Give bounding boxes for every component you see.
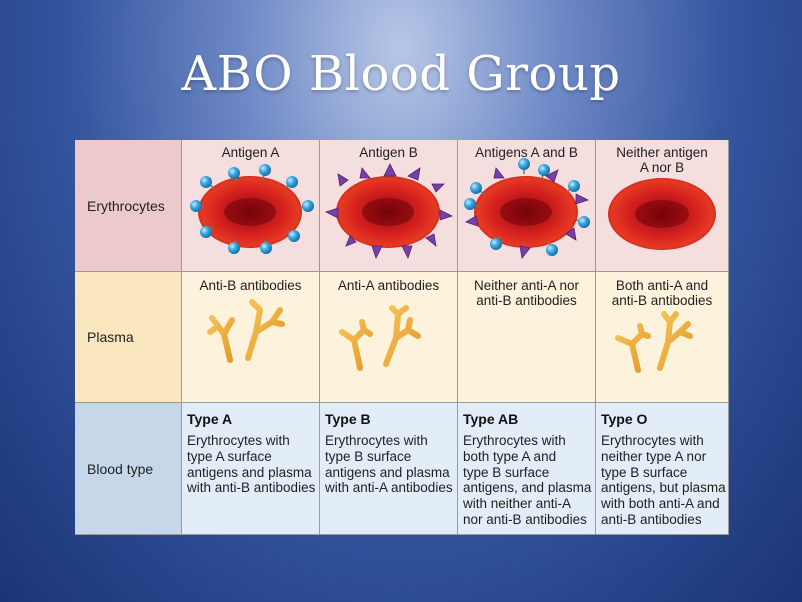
antigen-label-ab: Antigens A and B bbox=[475, 145, 578, 160]
antigen-label-a: Antigen A bbox=[221, 145, 280, 160]
anti-a-antibody-icon bbox=[339, 305, 421, 371]
type-ab-title: Type AB bbox=[463, 411, 519, 427]
type-b-title: Type B bbox=[325, 411, 371, 427]
cell-blood-type-a: Type A Erythrocytes with type A surface … bbox=[182, 403, 320, 535]
row-label-blood-type: Blood type bbox=[75, 403, 182, 535]
type-b-description: Erythrocytes with type B surface antigen… bbox=[325, 433, 453, 496]
cell-erythrocyte-type-ab: Antigens A and B bbox=[458, 140, 596, 272]
cell-plasma-type-b: Anti-A antibodies bbox=[320, 272, 458, 403]
anti-a-and-anti-b-antibody-icon bbox=[615, 311, 693, 373]
abo-table: Erythrocytes Plasma Blood type Antigen A bbox=[75, 140, 729, 535]
slide-title: ABO Blood Group bbox=[181, 46, 621, 102]
type-o-description: Erythrocytes with neither type A nor typ… bbox=[601, 433, 726, 527]
row-label-blood-type-text: Blood type bbox=[87, 460, 154, 477]
antibody-label-ab: Neither anti-A nor anti-B antibodies bbox=[473, 278, 580, 308]
type-a-description: Erythrocytes with type A surface antigen… bbox=[187, 433, 316, 496]
antibody-label-o: Both anti-A and anti-B antibodies bbox=[611, 278, 713, 308]
row-label-erythrocytes-text: Erythrocytes bbox=[87, 197, 165, 214]
erythrocyte-type-b bbox=[324, 163, 454, 260]
cell-blood-type-b: Type B Erythrocytes with type B surface … bbox=[320, 403, 458, 535]
cell-blood-type-ab: Type AB Erythrocytes with both type A an… bbox=[458, 403, 596, 535]
row-label-plasma-text: Plasma bbox=[87, 329, 134, 345]
cell-plasma-type-ab: Neither anti-A nor anti-B antibodies bbox=[458, 272, 596, 403]
cell-erythrocyte-type-b: Antigen B bbox=[320, 140, 458, 272]
erythrocyte-type-ab bbox=[464, 158, 590, 259]
cell-erythrocyte-type-a: Antigen A bbox=[182, 140, 320, 272]
erythrocyte-type-o bbox=[608, 178, 716, 250]
type-a-title: Type A bbox=[187, 411, 233, 427]
anti-b-antibody-icon bbox=[207, 299, 285, 363]
antibody-label-a: Anti-B antibodies bbox=[199, 278, 302, 293]
cell-plasma-type-a: Anti-B antibodies bbox=[182, 272, 320, 403]
antigen-label-o: Neither antigen A nor B bbox=[616, 145, 708, 175]
type-o-title: Type O bbox=[601, 411, 648, 427]
erythrocyte-type-a bbox=[190, 164, 314, 254]
cell-plasma-type-o: Both anti-A and anti-B antibodies bbox=[596, 272, 729, 403]
type-ab-description: Erythrocytes with both type A and type B… bbox=[463, 433, 592, 527]
row-label-plasma: Plasma bbox=[75, 272, 182, 403]
antibody-label-b: Anti-A antibodies bbox=[337, 278, 440, 293]
cell-erythrocyte-type-o: Neither antigen A nor B bbox=[596, 140, 729, 272]
cell-blood-type-o: Type O Erythrocytes with neither type A … bbox=[596, 403, 729, 535]
antigen-label-b: Antigen B bbox=[359, 145, 418, 160]
row-label-erythrocytes: Erythrocytes bbox=[75, 140, 182, 272]
